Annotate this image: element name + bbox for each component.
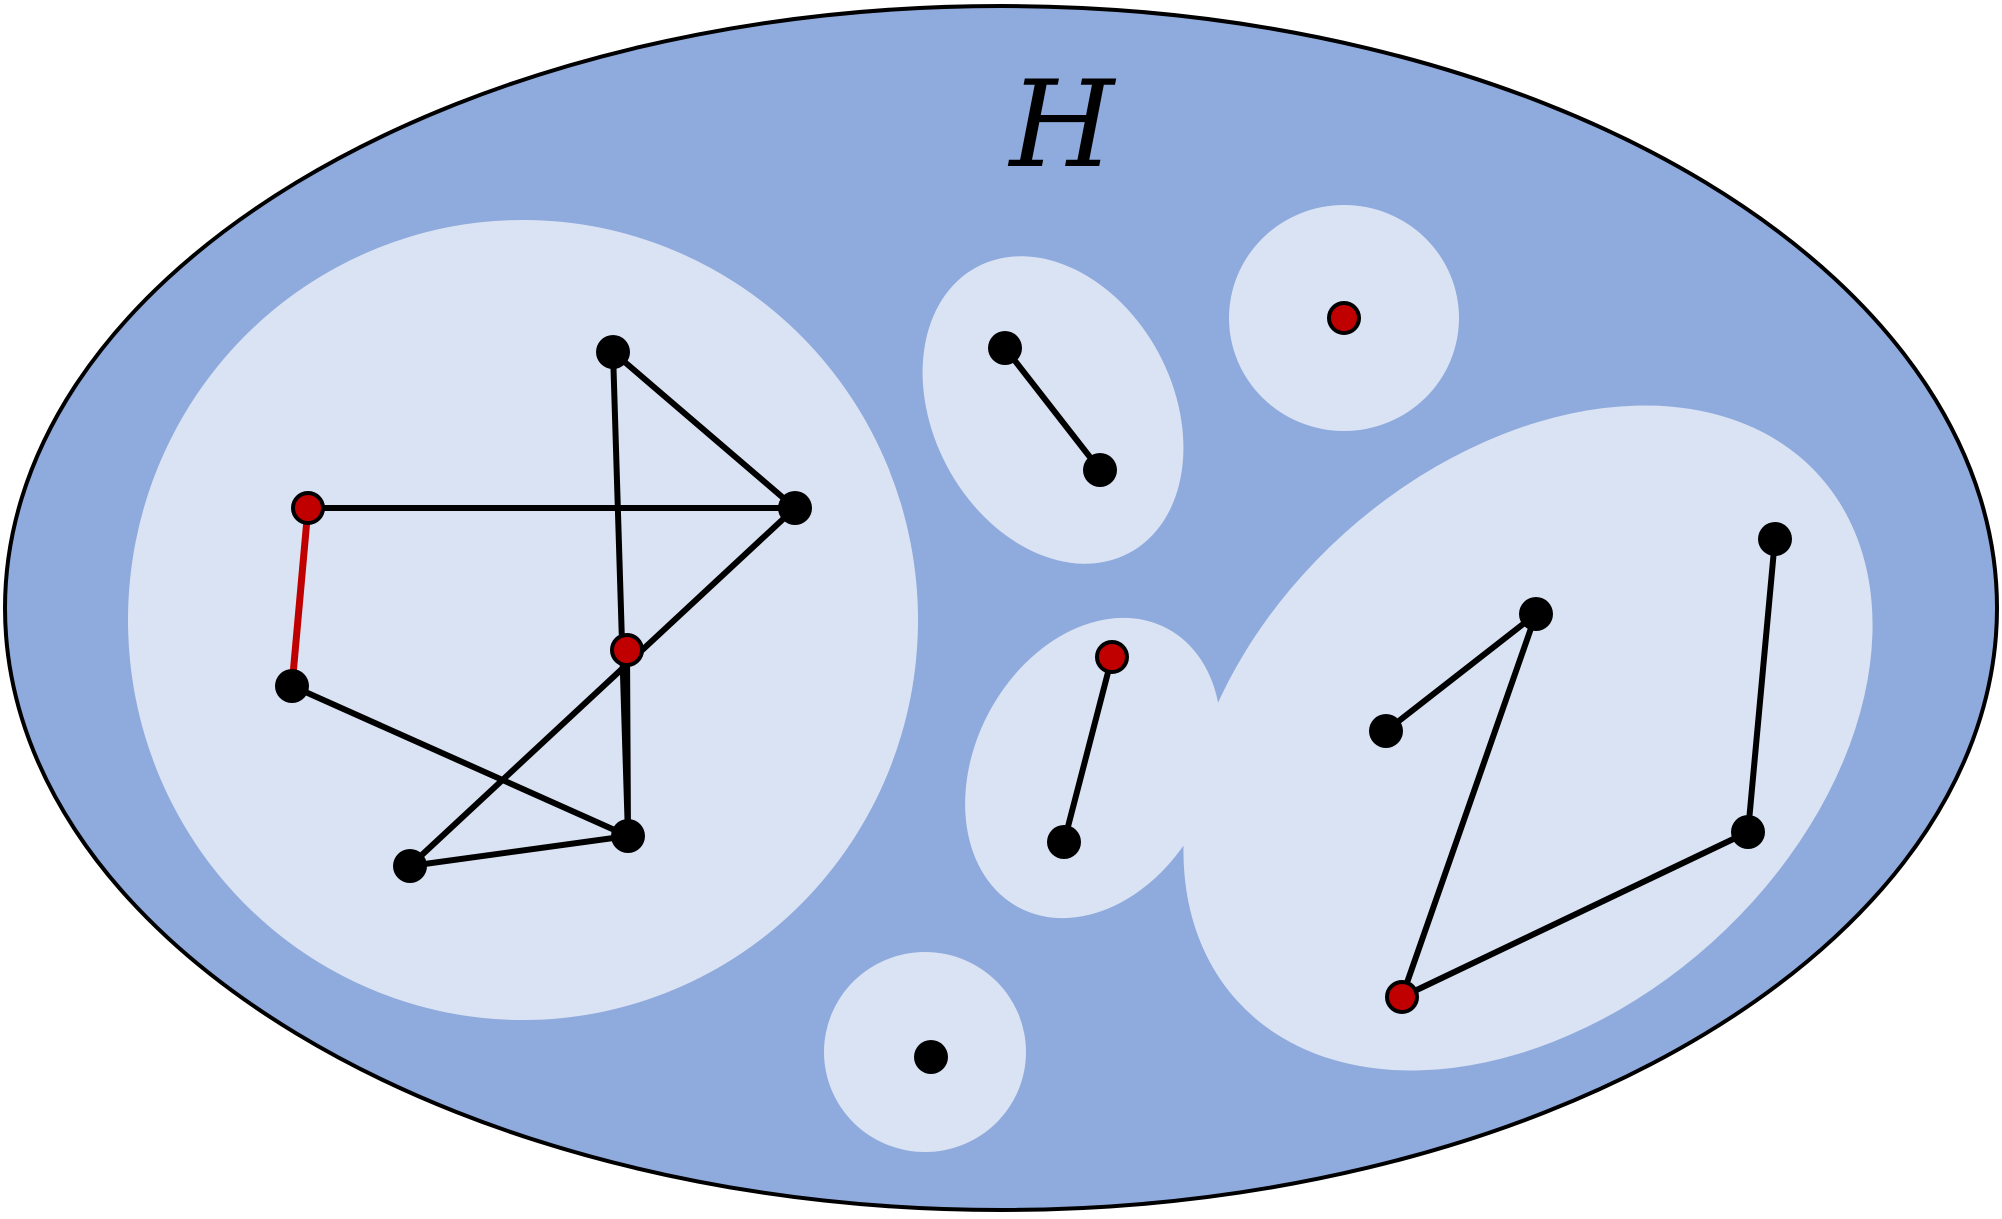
vertex-v7 xyxy=(393,849,427,883)
component-large-left xyxy=(128,220,918,1020)
edge-e2-e3 xyxy=(1383,611,1539,734)
vertex-v1 xyxy=(596,335,630,369)
component-large-right xyxy=(1183,405,1873,1071)
vertex-a1 xyxy=(988,331,1022,365)
edge-v5-v6 xyxy=(289,683,631,839)
marked-vertex-c1 xyxy=(1095,640,1129,674)
edge-e4-e5 xyxy=(1399,829,1751,1000)
edge-c1-c2 xyxy=(1061,654,1115,845)
vertex-v5 xyxy=(275,669,309,703)
edge-e2-e5 xyxy=(1399,611,1539,1000)
edge-v1-v3 xyxy=(610,349,798,511)
vertex-v3 xyxy=(778,491,812,525)
edge-a1-a2 xyxy=(1002,345,1103,473)
component-edge-middle xyxy=(965,617,1221,919)
edge-v3-v7 xyxy=(407,505,798,869)
marked-vertex-e5 xyxy=(1385,980,1419,1014)
vertex-e3 xyxy=(1369,714,1403,748)
vertex-a2 xyxy=(1083,453,1117,487)
marked-vertex-b1 xyxy=(1327,301,1361,335)
highlighted-edge-v2-v5 xyxy=(288,504,312,690)
edge-v4-v6 xyxy=(624,647,631,839)
marked-vertex-v2 xyxy=(291,491,325,525)
vertex-e4 xyxy=(1731,815,1765,849)
edges-layer xyxy=(288,345,1778,1000)
vertices-layer xyxy=(275,301,1792,1074)
vertex-d1 xyxy=(914,1040,948,1074)
vertex-e1 xyxy=(1758,522,1792,556)
components-layer xyxy=(128,205,1873,1152)
vertex-c2 xyxy=(1047,825,1081,859)
edge-v6-v7 xyxy=(407,833,631,869)
vertex-e2 xyxy=(1519,597,1553,631)
graph-label-H: H xyxy=(1008,56,1117,195)
vertex-v6 xyxy=(611,819,645,853)
marked-vertex-v4 xyxy=(610,633,644,667)
edge-e1-e4 xyxy=(1745,536,1778,835)
